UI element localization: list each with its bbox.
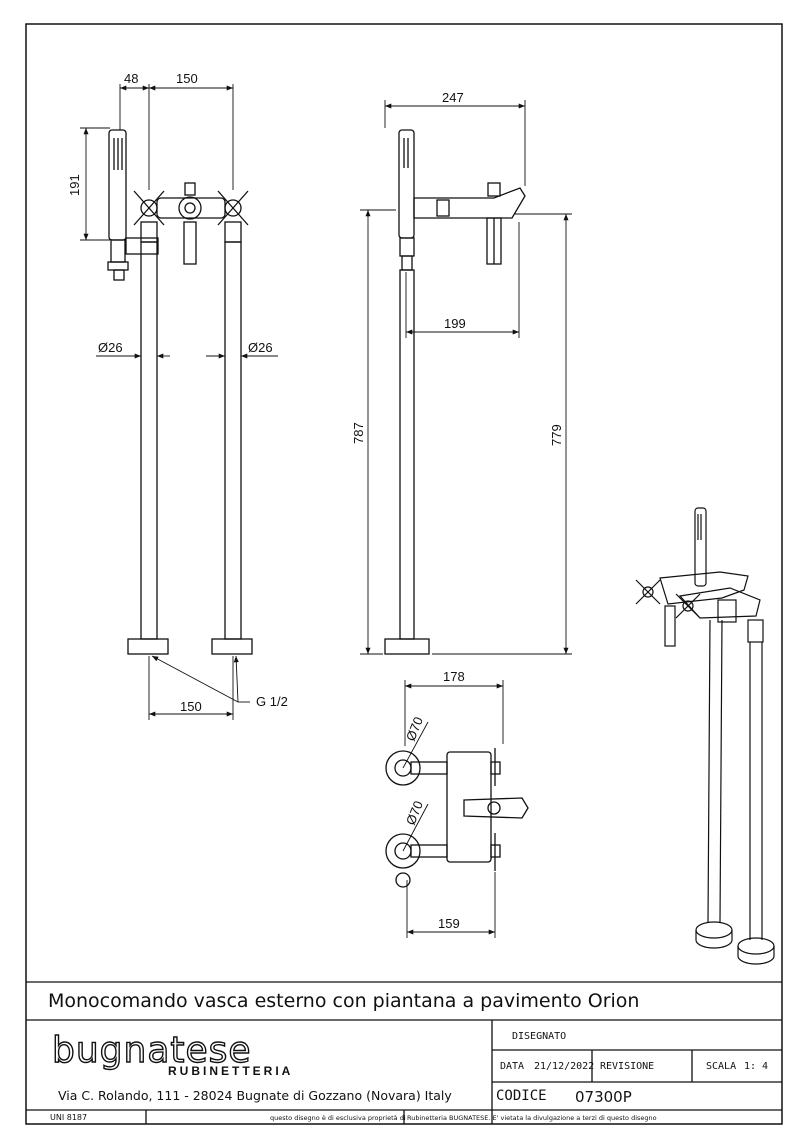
disclosure-notice: Rubinetteria BUGNATESE. E' vietata la di… — [407, 1114, 657, 1122]
side-view — [384, 129, 526, 655]
ownership-notice: questo disegno è di esclusiva proprietà … — [270, 1114, 406, 1122]
isometric-view — [635, 507, 775, 965]
dim-front-150-top: 150 — [176, 71, 198, 86]
company-address: Via C. Rolando, 111 - 28024 Bugnate di G… — [58, 1088, 452, 1103]
drawing-title: Monocomando vasca esterno con piantana a… — [48, 990, 640, 1012]
front-view — [107, 129, 253, 655]
dim-side-779: 779 — [549, 424, 564, 446]
bugnatese-logo: bugnatese — [51, 1030, 252, 1072]
data-value: 21/12/2022 — [534, 1061, 595, 1072]
disegnato-label: DISEGNATO — [512, 1031, 567, 1042]
sheet-frame — [25, 23, 783, 1125]
revisione-label: REVISIONE — [600, 1061, 655, 1072]
scala-label: SCALA — [706, 1061, 737, 1072]
dim-side-247: 247 — [442, 90, 464, 105]
brand-subtitle: RUBINETTERIA — [168, 1064, 294, 1078]
codice-value: 07300P — [575, 1088, 632, 1106]
dim-front-dia-right: Ø26 — [248, 340, 273, 355]
data-label: DATA — [500, 1061, 525, 1072]
dim-front-dia-left: Ø26 — [98, 340, 123, 355]
scala-value: 1: 4 — [744, 1061, 769, 1072]
svg-text:bugnatese: bugnatese — [52, 1030, 252, 1071]
dim-top-dia-lower: Ø70 — [403, 799, 426, 827]
dim-thread: G 1/2 — [256, 694, 288, 709]
dim-front-48: 48 — [124, 71, 138, 86]
codice-label: CODICE — [496, 1088, 547, 1104]
dim-top-178: 178 — [443, 669, 465, 684]
front-view-dimensions — [80, 84, 278, 720]
dim-top-159: 159 — [438, 916, 460, 931]
top-view — [385, 748, 529, 888]
dim-front-150-bottom: 150 — [180, 699, 202, 714]
dim-side-787: 787 — [351, 422, 366, 444]
dim-side-199: 199 — [444, 316, 466, 331]
uni-standard: UNI 8187 — [50, 1113, 88, 1122]
dim-top-dia-upper: Ø70 — [403, 715, 426, 743]
side-view-dimensions — [360, 100, 572, 655]
title-block-grid — [26, 981, 782, 1124]
dim-front-191: 191 — [67, 174, 82, 196]
top-view-dimensions — [402, 680, 504, 938]
